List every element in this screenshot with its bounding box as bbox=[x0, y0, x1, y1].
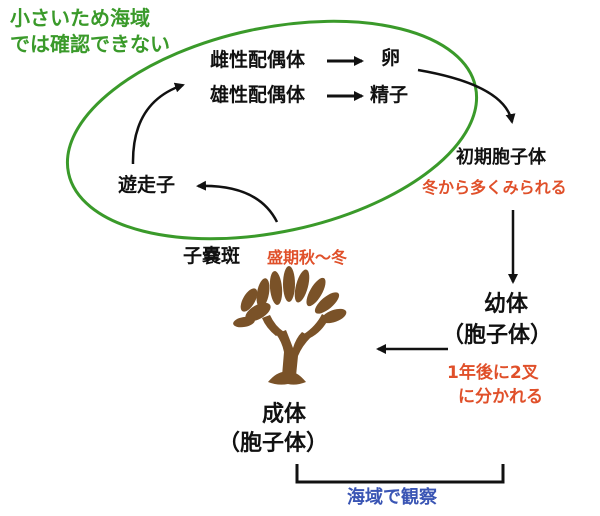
note-forks-after-year-line2: に分かれる bbox=[458, 387, 543, 407]
label-female-gametophyte: 雌性配偶体 bbox=[210, 49, 306, 71]
label-young-sporophyte: 初期胞子体 bbox=[456, 147, 546, 168]
note-forks-after-year-line1: 1年後に2叉 bbox=[447, 363, 539, 383]
note-sorus-season: 盛期秋〜冬 bbox=[267, 248, 348, 267]
label-adult-sporophyte: （胞子体） bbox=[218, 431, 329, 456]
arrow-zoospore-to-gametophyte bbox=[131, 82, 185, 165]
label-egg: 卵 bbox=[381, 47, 401, 69]
label-zoospore: 遊走子 bbox=[118, 174, 176, 196]
label-juvenile: 幼体 bbox=[484, 292, 529, 317]
label-sperm: 精子 bbox=[370, 84, 409, 106]
note-seen-from-winter: 冬から多くみられる bbox=[422, 178, 567, 197]
label-sorus: 子嚢斑 bbox=[183, 245, 241, 267]
label-observed-in-sea: 海域で観察 bbox=[347, 487, 437, 508]
note-not-visible-line2: では確認できない bbox=[10, 32, 170, 56]
kelp-illustration bbox=[233, 266, 347, 385]
label-adult: 成体 bbox=[262, 402, 307, 427]
label-male-gametophyte: 雄性配偶体 bbox=[210, 84, 306, 106]
note-not-visible-line1: 小さいため海域 bbox=[10, 6, 150, 30]
arrow-sorus-to-zoospore bbox=[196, 180, 279, 223]
label-juvenile-sporophyte: （胞子体） bbox=[442, 323, 553, 348]
arrow-gametes-to-young-sporophyte bbox=[417, 68, 516, 124]
observation-bracket bbox=[295, 464, 505, 484]
